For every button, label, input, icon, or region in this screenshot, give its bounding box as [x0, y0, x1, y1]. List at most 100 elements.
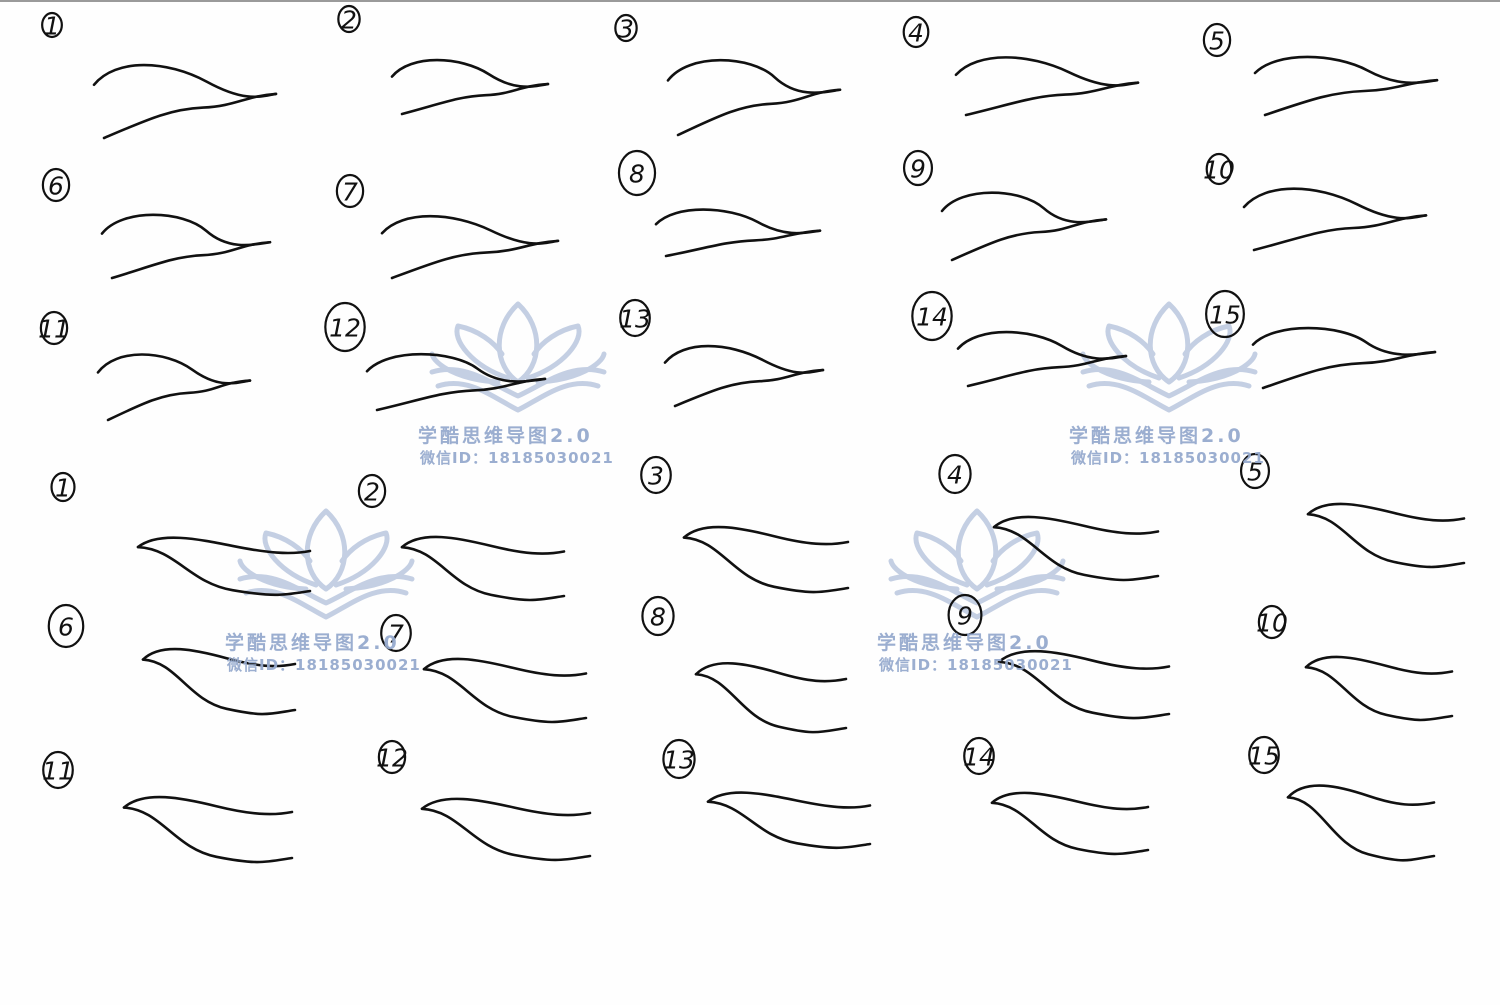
item-number: 3 — [618, 15, 634, 44]
item-number: 10 — [1203, 156, 1235, 185]
eye-shape-item: 14 — [911, 290, 1128, 388]
watermark-title: 学酷思维导图2.0 — [877, 632, 1052, 654]
lower-stroke — [375, 377, 547, 412]
item-number: 3 — [648, 462, 664, 491]
number-circle — [377, 739, 407, 775]
item-number: 5 — [1209, 27, 1225, 56]
item-number: 15 — [1209, 301, 1241, 330]
number-circle — [614, 13, 638, 43]
upper-stroke — [990, 791, 1150, 811]
upper-stroke — [706, 791, 872, 809]
lower-stroke — [673, 368, 825, 408]
watermark-title: 学酷思维导图2.0 — [1069, 425, 1244, 447]
eye-shape-item: 13 — [662, 738, 872, 850]
item-number: 15 — [1248, 742, 1280, 771]
eye-shape-item: 11 — [42, 750, 294, 864]
lower-stroke — [997, 660, 1171, 720]
number-circle — [42, 750, 74, 790]
eye-shape-item: 8 — [641, 595, 848, 734]
lower-stroke — [141, 658, 297, 716]
eye-shape-item: 8 — [617, 149, 822, 258]
upper-stroke — [1251, 326, 1437, 356]
eye-shape-item: 7 — [335, 173, 560, 280]
number-circle — [357, 473, 387, 509]
upper-stroke — [96, 353, 252, 385]
watermark-id: 微信ID：18185030021 — [1071, 449, 1265, 467]
item-number: 6 — [58, 613, 74, 642]
upper-stroke — [1242, 187, 1428, 220]
item-number: 2 — [341, 6, 357, 35]
item-number: 1 — [55, 474, 71, 503]
number-circle — [1248, 735, 1280, 775]
eye-shape-item: 2 — [357, 473, 566, 602]
item-number: 13 — [619, 305, 651, 334]
lotus-book-logo — [429, 301, 607, 413]
upper-stroke — [136, 536, 312, 555]
upper-stroke — [694, 662, 848, 683]
watermark-title: 学酷思维导图2.0 — [225, 632, 400, 654]
item-number: 11 — [38, 315, 70, 344]
item-number: 10 — [1256, 609, 1288, 638]
number-circle — [947, 593, 983, 637]
lower-stroke — [1286, 796, 1436, 862]
number-circle — [938, 453, 972, 495]
item-number: 9 — [910, 155, 926, 184]
item-number: 12 — [376, 744, 408, 773]
lower-stroke — [102, 92, 278, 140]
number-circle — [1205, 289, 1245, 339]
number-circle — [619, 298, 651, 338]
eye-shape-item: 10 — [1256, 604, 1454, 722]
upper-stroke — [390, 58, 550, 88]
lower-stroke — [694, 672, 848, 734]
eye-shape-item: 5 — [1239, 452, 1466, 569]
item-number: 8 — [650, 603, 666, 632]
upper-stroke — [663, 344, 825, 374]
lower-stroke — [390, 239, 560, 280]
item-number: 12 — [329, 314, 361, 343]
number-circle — [617, 149, 657, 197]
top-border — [0, 0, 1500, 2]
eye-shape-item: 9 — [947, 593, 1171, 720]
eye-shape-item: 5 — [1202, 22, 1439, 117]
number-circle — [662, 738, 696, 780]
upper-stroke — [654, 208, 822, 235]
upper-stroke — [992, 515, 1160, 535]
upper-stroke — [100, 213, 272, 247]
item-number: 4 — [947, 461, 963, 490]
eye-shape-item: 12 — [324, 301, 547, 412]
number-circle — [1257, 604, 1287, 640]
lower-stroke — [990, 801, 1150, 856]
item-number: 8 — [629, 160, 645, 189]
number-circle — [1239, 452, 1271, 490]
lower-stroke — [964, 81, 1140, 117]
upper-stroke — [940, 191, 1108, 224]
lower-stroke — [136, 545, 312, 597]
lower-stroke — [992, 525, 1160, 582]
eye-shape-item: 1 — [50, 471, 312, 597]
number-circle — [641, 595, 675, 637]
eye-shape-item: 6 — [47, 603, 297, 716]
number-circle — [911, 290, 953, 342]
lower-stroke — [422, 667, 588, 724]
item-number: 4 — [908, 19, 924, 48]
lower-stroke — [1306, 512, 1466, 569]
eye-shape-item: 10 — [1203, 152, 1428, 252]
lower-stroke — [706, 800, 872, 850]
item-number: 14 — [963, 743, 995, 772]
upper-stroke — [400, 535, 566, 555]
eye-shape-item: 12 — [376, 739, 592, 862]
lower-stroke — [110, 240, 272, 280]
item-number: 1 — [44, 12, 60, 41]
upper-stroke — [92, 63, 278, 99]
item-number: 13 — [663, 746, 695, 775]
lower-stroke — [950, 218, 1108, 262]
upper-stroke — [420, 797, 592, 817]
number-circle — [640, 455, 672, 495]
eye-shape-item: 14 — [963, 736, 1150, 856]
eye-shape-item: 6 — [41, 167, 272, 280]
eye-shape-item: 4 — [902, 15, 1140, 117]
lower-stroke — [682, 536, 850, 594]
number-circle — [50, 471, 76, 503]
item-number: 6 — [48, 172, 64, 201]
